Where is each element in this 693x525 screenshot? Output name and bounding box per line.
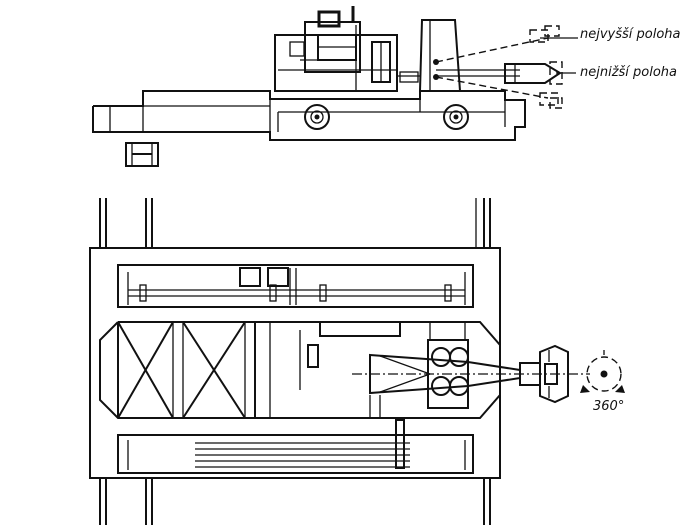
wheel-left — [304, 104, 330, 130]
label-lowest-position: nejnižší poloha — [580, 65, 677, 80]
chassis-frame — [92, 90, 526, 141]
leader-lines — [540, 37, 578, 74]
machinery — [269, 321, 401, 418]
truss-body — [99, 321, 501, 419]
label-highest-position: nejvyšší poloha — [580, 27, 681, 42]
superstructure — [274, 6, 398, 92]
bogie — [125, 142, 159, 167]
rails — [99, 198, 491, 525]
boom-positions — [433, 25, 563, 109]
rotation-symbol — [580, 350, 625, 393]
plan-view: 360° — [89, 198, 625, 525]
upper-frame-box — [117, 264, 474, 308]
side-elevation-view: nejvyšší poloha nejnižší poloha — [92, 6, 681, 167]
label-rotation: 360° — [593, 399, 624, 414]
wheel-right — [443, 104, 469, 130]
lower-frame-box — [117, 419, 474, 474]
boom-plan — [352, 322, 590, 409]
mast — [397, 19, 462, 92]
